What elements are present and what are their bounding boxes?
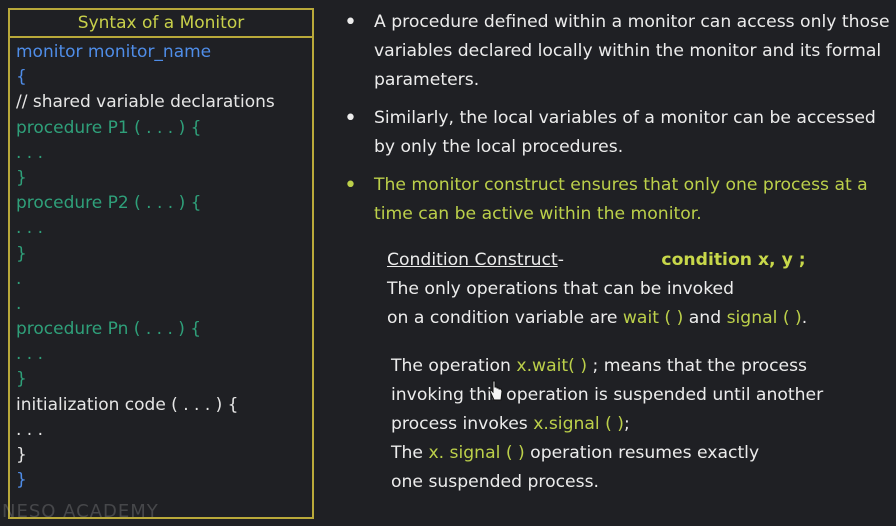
condition-declaration: condition x, y ;: [661, 250, 806, 270]
mouse-cursor-icon: [489, 380, 503, 401]
x-signal-keyword: x.signal ( ): [533, 414, 625, 434]
monitor-syntax-title: Syntax of a Monitor: [10, 10, 312, 38]
code-line: .: [16, 268, 22, 289]
and-word: and: [683, 308, 727, 328]
operation-text: one suspended process.: [391, 472, 599, 492]
code-line: // shared variable declarations: [16, 92, 275, 113]
condition-construct-section: Condition Construct- condition x, y ; Th…: [387, 246, 807, 333]
operation-text: process invokes: [391, 414, 534, 434]
bullet-text: A procedure defined within a monitor can…: [374, 12, 890, 90]
monitor-syntax-box: Syntax of a Monitor monitor monitor_name…: [8, 8, 314, 519]
operation-text: operation resumes exactly: [524, 443, 760, 463]
code-line: }: [16, 369, 27, 390]
bullet-dot-icon: •: [344, 106, 357, 131]
period: .: [801, 308, 808, 328]
code-line: {: [16, 67, 27, 88]
condition-line: The only operations that can be invoked: [387, 279, 735, 299]
code-line: }: [16, 470, 27, 491]
code-line: . . .: [16, 344, 44, 365]
bullet-item: • Similarly, the local variables of a mo…: [342, 104, 890, 162]
operation-description: The operation x.wait( ) ; means that the…: [391, 352, 823, 497]
neso-academy-watermark: NESO ACADEMY: [2, 501, 159, 522]
operation-text: invoking this operation is suspended unt…: [391, 385, 824, 405]
heading-dash: -: [557, 250, 564, 270]
code-line: }: [16, 167, 27, 188]
bullet-list: • A procedure defined within a monitor c…: [342, 8, 890, 238]
x-signal-keyword: x. signal ( ): [428, 443, 525, 463]
condition-construct-heading: Condition Construct: [387, 250, 558, 270]
condition-line: on a condition variable are: [387, 308, 623, 328]
bullet-dot-icon: •: [344, 173, 357, 198]
x-wait-keyword: x.wait( ): [516, 356, 588, 376]
code-line: . . .: [16, 142, 44, 163]
code-line: monitor monitor_name: [16, 42, 212, 62]
operation-text: The: [391, 443, 429, 463]
operation-text: ;: [624, 414, 630, 434]
signal-keyword: signal ( ): [726, 308, 802, 328]
code-line: .: [16, 293, 22, 314]
code-line: . . .: [16, 419, 44, 440]
code-line: initialization code ( . . . ) {: [16, 394, 239, 415]
code-line: procedure P2 ( . . . ) {: [16, 193, 202, 214]
code-line: procedure P1 ( . . . ) {: [16, 117, 202, 138]
bullet-item-highlighted: • The monitor construct ensures that onl…: [342, 171, 890, 229]
code-line: }: [16, 243, 27, 264]
monitor-code-block: monitor monitor_name { // shared variable …: [10, 38, 312, 493]
bullet-dot-icon: •: [344, 10, 357, 35]
bullet-text: Similarly, the local variables of a moni…: [374, 108, 876, 157]
wait-keyword: wait ( ): [622, 308, 684, 328]
operation-text: The operation: [391, 356, 517, 376]
code-line: }: [16, 445, 27, 465]
code-line: . . .: [16, 218, 44, 239]
code-line: procedure Pn ( . . . ) {: [16, 319, 202, 340]
bullet-text: The monitor construct ensures that only …: [374, 175, 868, 224]
bullet-item: • A procedure defined within a monitor c…: [342, 8, 890, 95]
operation-text: ; means that the process: [587, 356, 808, 376]
